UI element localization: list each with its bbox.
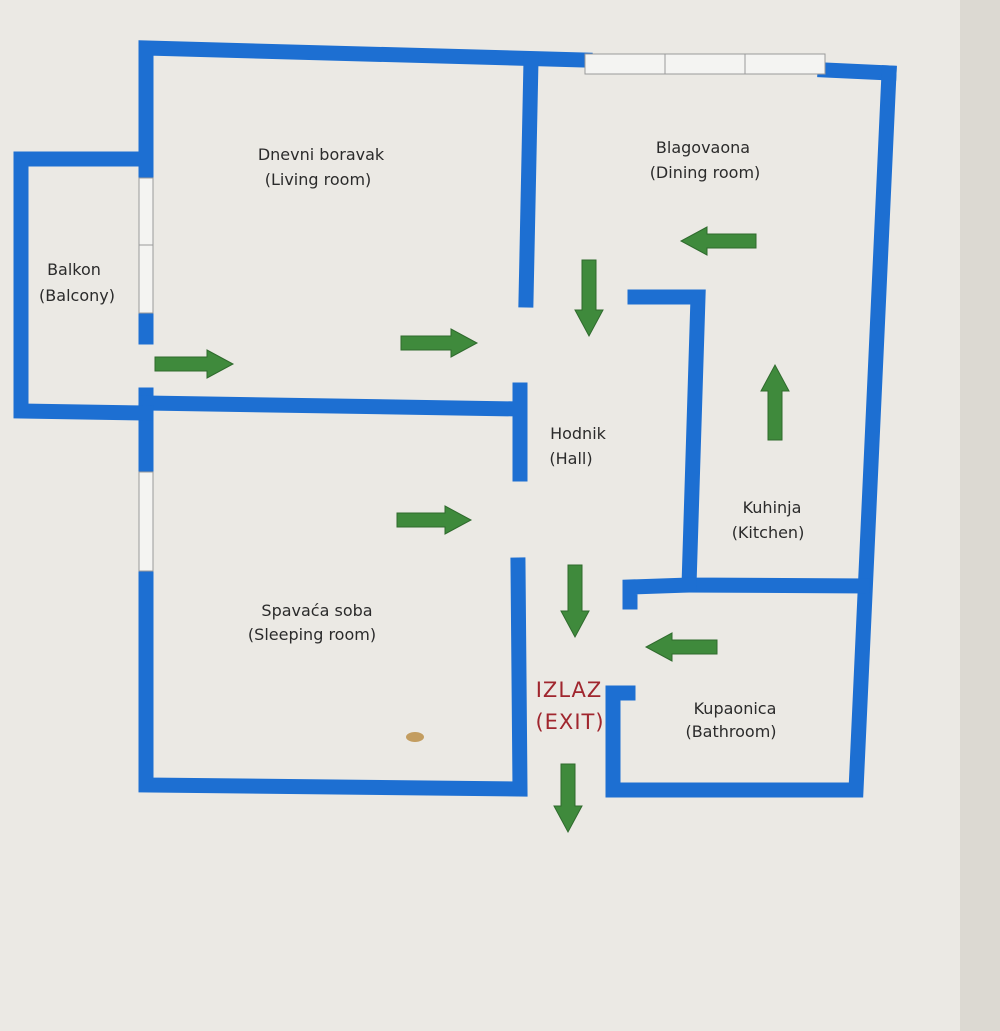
bathroom-name: Kupaonica — [694, 699, 777, 718]
exit-name: IZLAZ — [536, 678, 603, 702]
exit-translation: (EXIT) — [535, 710, 604, 734]
arrow-kitchen-up — [760, 363, 790, 441]
evacuation-arrows — [154, 226, 790, 834]
balcony-name: Balkon — [47, 260, 101, 279]
wall-right — [605, 65, 897, 798]
wall-balcony — [13, 151, 154, 421]
wall-top — [138, 40, 593, 183]
arrow-dining-left — [679, 226, 757, 256]
living-room-name: Dnevni boravak — [258, 145, 385, 164]
arrow-hall-down — [560, 564, 590, 639]
balcony-translation: (Balcony) — [39, 286, 115, 305]
room-labels: Dnevni boravak (Living room) Blagovaona … — [39, 138, 804, 741]
walls — [13, 40, 897, 798]
arrow-sleeping-right — [396, 505, 473, 535]
wall-bathroom-top — [622, 577, 697, 610]
dining-room-translation: (Dining room) — [650, 163, 761, 182]
arrow-bathroom-left — [644, 632, 718, 662]
wall-top-right — [817, 62, 897, 81]
windows — [138, 53, 826, 572]
living-room-translation: (Living room) — [265, 170, 372, 189]
window-top — [584, 53, 826, 75]
kitchen-name: Kuhinja — [743, 498, 802, 517]
arrow-balcony-right — [154, 349, 235, 379]
hall-translation: (Hall) — [549, 449, 592, 468]
wall-sleeping — [138, 557, 528, 797]
sleeping-room-translation: (Sleeping room) — [248, 625, 376, 644]
sleeping-room-name: Spavaća soba — [261, 601, 372, 620]
kitchen-translation: (Kitchen) — [732, 523, 805, 542]
hall-name: Hodnik — [550, 424, 607, 443]
wall-kitchen — [627, 289, 870, 594]
arrow-living-right — [400, 328, 479, 358]
dining-room-name: Blagovaona — [656, 138, 750, 157]
paper-shade — [960, 0, 1000, 1031]
paper-stain — [406, 732, 424, 742]
wall-living-dining — [518, 52, 539, 308]
arrow-dining-down — [574, 259, 604, 338]
window-sleeping-left — [138, 471, 154, 572]
arrow-exit-down — [553, 763, 583, 834]
bathroom-translation: (Bathroom) — [685, 722, 776, 741]
